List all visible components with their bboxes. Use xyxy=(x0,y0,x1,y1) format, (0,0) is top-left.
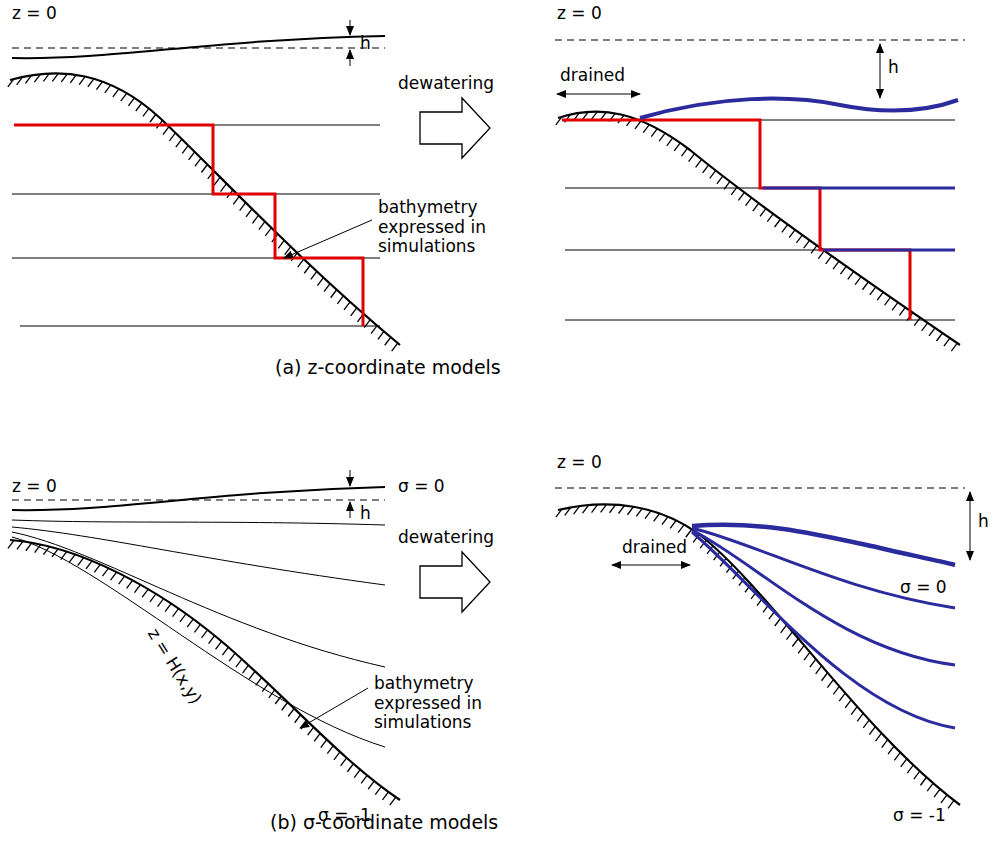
annotation: h xyxy=(978,512,989,532)
z-levels xyxy=(12,125,380,326)
stair-bathymetry xyxy=(14,125,363,326)
drained-arrow xyxy=(612,565,690,566)
annotation: h xyxy=(360,34,371,54)
annotation: dewatering xyxy=(398,74,494,94)
annotation: bathymetry expressed in simulations xyxy=(378,198,490,257)
wet-level xyxy=(763,187,955,190)
annotation: h xyxy=(888,58,899,78)
leader-line xyxy=(300,688,368,728)
rest-level xyxy=(555,487,965,488)
h-arrow xyxy=(350,470,351,486)
annotation: dewatering xyxy=(398,528,494,548)
bathymetry xyxy=(558,112,960,345)
bathymetry xyxy=(10,540,400,800)
drained-arrow xyxy=(557,94,640,95)
annotation: bathymetry expressed in simulations xyxy=(374,674,486,733)
bathymetry xyxy=(10,73,400,345)
annotation: z = 0 xyxy=(12,477,57,497)
block-arrow xyxy=(420,552,490,612)
stair-bathymetry xyxy=(562,120,910,320)
panel-caption: (b) σ-coordinate models xyxy=(270,812,498,834)
rest-level xyxy=(555,39,965,40)
annotation: σ = -1 xyxy=(893,806,946,826)
h-arrow xyxy=(970,492,971,560)
annotation: z = H(x,y) xyxy=(143,625,205,708)
panel-caption: (a) z-coordinate models xyxy=(275,357,501,379)
annotation: σ = 0 xyxy=(398,477,445,497)
free-surface xyxy=(640,99,958,118)
bathymetry xyxy=(558,504,960,805)
free-surface xyxy=(12,487,385,510)
block-arrow xyxy=(420,98,490,158)
leader-line xyxy=(284,220,372,258)
h-arrow xyxy=(880,44,881,98)
free-surface xyxy=(12,36,385,58)
sigma-levels xyxy=(12,520,385,747)
annotation: z = 0 xyxy=(557,4,602,24)
annotation: σ = 0 xyxy=(900,578,947,598)
h-arrow xyxy=(350,502,351,518)
annotation: z = 0 xyxy=(12,4,57,24)
annotation: drained xyxy=(622,538,687,558)
bed-hatching xyxy=(8,73,957,808)
annotation: h xyxy=(360,504,371,524)
h-arrow xyxy=(350,50,351,66)
sigma-levels xyxy=(692,525,955,728)
annotation: z = 0 xyxy=(557,453,602,473)
wet-level xyxy=(823,249,955,252)
h-arrow xyxy=(350,20,351,35)
annotation: drained xyxy=(560,66,625,86)
rest-level xyxy=(12,499,385,500)
